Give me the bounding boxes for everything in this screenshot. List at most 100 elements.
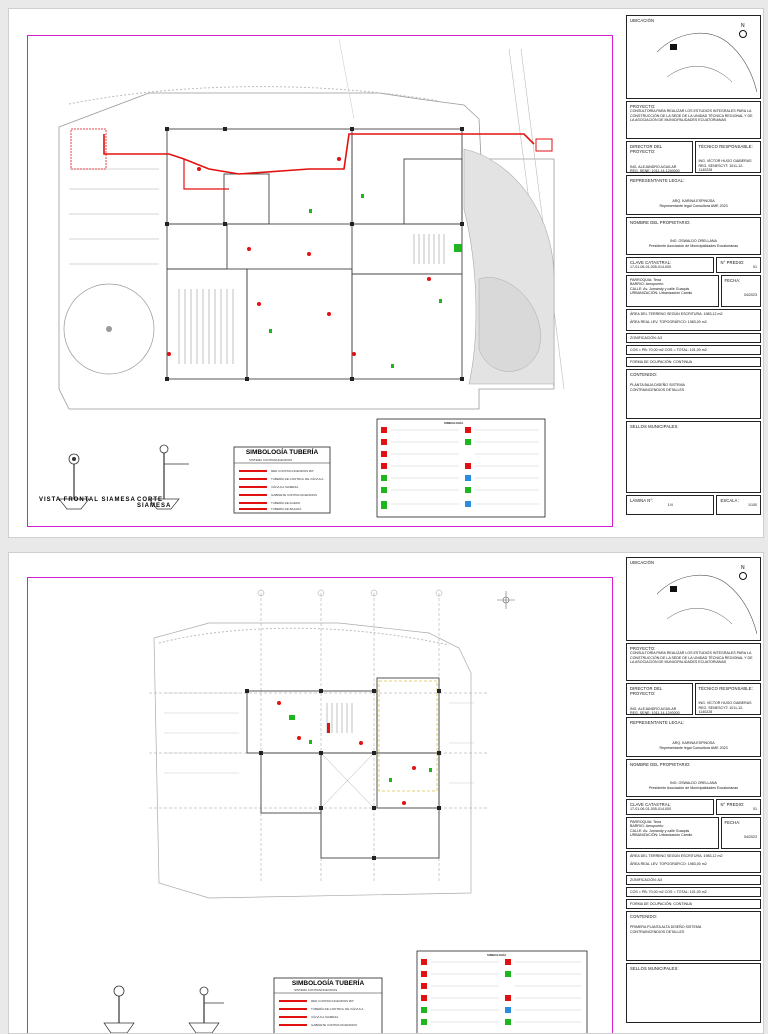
legal-value: ARQ. KARINA ESPINOSA bbox=[672, 199, 715, 204]
tech-reg: REG. SENESCYT: 1011-12-1140228 bbox=[698, 163, 744, 173]
area-deed: ÁREA DEL TERRENO SEGÚN ESCRITURA: 1983,1… bbox=[630, 854, 723, 858]
drawing-sheet-2: SIMBOLOGÍA TUBERÍA SISTEMA CONTRAINCENDI… bbox=[8, 552, 764, 1034]
cadastral-value: 17-01-06-01-005-014-000 bbox=[630, 807, 672, 812]
title-block: UBICACIÓN N PROYECTO: CONSULTORÍA PARA R… bbox=[626, 557, 761, 1025]
director-box: DIRECTOR DEL PROYECTO: ING. ALEJANDRO AG… bbox=[626, 683, 693, 715]
project-label: PROYECTO: bbox=[630, 646, 656, 651]
location-label: UBICACIÓN bbox=[630, 560, 655, 565]
urbanization: URBANIZACIÓN: Urbanización Camilo bbox=[630, 291, 693, 296]
parish: PARROQUIA: Tena bbox=[630, 820, 662, 824]
predio-label: N° PREDIO: bbox=[720, 260, 745, 265]
location-box: UBICACIÓN N bbox=[626, 557, 761, 641]
owner-box: NOMBRE DEL PROPIETARIO: ING. OSWALDO ORE… bbox=[626, 759, 761, 797]
sheet-value: 1/4 bbox=[667, 503, 673, 508]
director-label: DIRECTOR DEL PROYECTO: bbox=[630, 144, 663, 155]
tech-label: TÉCNICO RESPONSABLE: bbox=[698, 144, 753, 149]
owner-value: ING. OSWALDO ORELLANA bbox=[670, 781, 717, 786]
seals-box: SELLOS MUNICIPALES: bbox=[626, 963, 761, 1023]
legal-box: REPRESENTANTE LEGAL: ARQ. KARINA ESPINOS… bbox=[626, 717, 761, 757]
zoning: ZONIFICACIÓN: A3 bbox=[630, 336, 662, 340]
director-value: ING. ALEJANDRO AGUILAR bbox=[630, 164, 677, 169]
legal-value: ARQ. KARINA ESPINOSA bbox=[672, 741, 715, 746]
legal-label: REPRESENTANTE LEGAL: bbox=[630, 178, 685, 183]
cadastral-value: 17-01-06-01-005-014-000 bbox=[630, 265, 672, 270]
svg-text:N: N bbox=[741, 565, 745, 571]
content-value: PLANTA BAJA DISEÑO SISTEMA CONTRAINCENDI… bbox=[630, 383, 685, 392]
symbol-legend-title: SIMBOLOGÍA bbox=[444, 421, 464, 425]
pipe-legend-item: VÁLVULA SIAMESA bbox=[311, 1015, 339, 1019]
occupation: FORMA DE OCUPACIÓN: CONTINUA bbox=[630, 902, 693, 906]
director-box: DIRECTOR DEL PROYECTO: ING. ALEJANDRO AG… bbox=[626, 141, 693, 173]
urbanization: URBANIZACIÓN: Urbanización Camilo bbox=[630, 833, 693, 838]
tech-value: ING. VÍCTOR HUGO GAIBERAS bbox=[698, 701, 752, 706]
cos-box: COS = PB: 70,00 m2 COS = TOTAL: 101,00 m… bbox=[626, 887, 761, 897]
owner-sub: Presidente Asociación de Municipalidades… bbox=[648, 243, 739, 248]
owner-label: NOMBRE DEL PROPIETARIO: bbox=[630, 220, 691, 225]
drawing-sheet-1: VISTA FRONTAL SIAMESA CORTE SIAMESA SIMB… bbox=[8, 8, 764, 538]
pipe-legend-item: TUBERÍA DE CONTROL DE VÁLVULA bbox=[271, 477, 324, 481]
pipe-legend-title: SIMBOLOGÍA TUBERÍA bbox=[291, 980, 365, 987]
pipe-legend-subtitle: SISTEMA CONTRAINCENDIOS bbox=[249, 458, 293, 462]
date-label: FECHA: bbox=[724, 820, 741, 825]
location-label: UBICACIÓN bbox=[630, 18, 655, 23]
seals-box: SELLOS MUNICIPALES: bbox=[626, 421, 761, 493]
street: CALLE: Av. Jumandy y calle Guaquis bbox=[630, 286, 690, 291]
pipe-legend-title: SIMBOLOGÍA TUBERÍA bbox=[245, 449, 319, 456]
barrio: BARRIO: Aeropuerto bbox=[630, 282, 664, 287]
zoning: ZONIFICACIÓN: A3 bbox=[630, 878, 662, 882]
cadastral-box: CLAVE CATASTRAL: 17-01-06-01-005-014-000 bbox=[626, 799, 715, 815]
tech-box: TÉCNICO RESPONSABLE: ING. VÍCTOR HUGO GA… bbox=[694, 141, 761, 173]
legal-sub: Representante legal Consultora AME 2023 bbox=[659, 203, 728, 208]
pipe-legend-item: GABINETE CONTRA INCENDIOS bbox=[271, 493, 318, 497]
date-value: 04/2023 bbox=[744, 835, 757, 840]
svg-text:N: N bbox=[741, 23, 745, 29]
zoning-box: ZONIFICACIÓN: A3 bbox=[626, 875, 761, 885]
cadastral-label: CLAVE CATASTRAL: bbox=[630, 260, 672, 265]
owner-sub: Presidente Asociación de Municipalidades… bbox=[648, 785, 739, 790]
barrio: BARRIO: Aeropuerto bbox=[630, 824, 664, 829]
cos: COS = PB: 70,00 m2 COS = TOTAL: 101,00 m… bbox=[630, 890, 707, 894]
date-box: FECHA: 04/2023 bbox=[720, 817, 761, 849]
content-box: CONTENIDO: PLANTA BAJA DISEÑO SISTEMA CO… bbox=[626, 369, 761, 419]
location-map: N bbox=[657, 565, 757, 635]
occupation: FORMA DE OCUPACIÓN: CONTINUA bbox=[630, 360, 693, 364]
director-reg: REG. SENE: 1011-14-1240000 bbox=[630, 168, 680, 173]
cadastral-label: CLAVE CATASTRAL: bbox=[630, 802, 672, 807]
tech-label: TÉCNICO RESPONSABLE: bbox=[698, 686, 753, 691]
siamese-front-caption: VISTA FRONTAL SIAMESA bbox=[39, 497, 136, 503]
pipe-legend-item: TUBERÍA DE BAJADA bbox=[271, 507, 302, 511]
owner-label: NOMBRE DEL PROPIETARIO: bbox=[630, 762, 691, 767]
cos-box: COS = PB: 70,00 m2 COS = TOTAL: 101,00 m… bbox=[626, 345, 761, 355]
occupation-box: FORMA DE OCUPACIÓN: CONTINUA bbox=[626, 899, 761, 909]
project-text: CONSULTORÍA PARA REALIZAR LOS ESTUDIOS I… bbox=[630, 651, 753, 665]
predio-label: N° PREDIO: bbox=[720, 802, 745, 807]
scale-label: ESCALA: bbox=[720, 498, 739, 503]
area-topo: ÁREA REAL LEV. TOPOGRÁFICO: 1983,00 m2 bbox=[630, 862, 707, 867]
drawing-frame bbox=[27, 577, 613, 1033]
tech-value: ING. VÍCTOR HUGO GAIBERAS bbox=[698, 159, 752, 164]
predio-value: 01 bbox=[753, 265, 757, 270]
pipe-legend-subtitle: SISTEMA CONTRAINCENDIOS bbox=[294, 988, 338, 992]
tech-box: TÉCNICO RESPONSABLE: ING. VÍCTOR HUGO GA… bbox=[694, 683, 761, 715]
scale-value: 1/100 bbox=[748, 503, 757, 508]
pipe-legend-item: RED CONTRA INCENDIOS Ø2" bbox=[271, 469, 315, 473]
director-value: ING. ALEJANDRO AGUILAR bbox=[630, 706, 677, 711]
director-label: DIRECTOR DEL PROYECTO: bbox=[630, 686, 663, 697]
area-box: ÁREA DEL TERRENO SEGÚN ESCRITURA: 1983,1… bbox=[626, 309, 761, 331]
date-box: FECHA: 04/2023 bbox=[720, 275, 761, 307]
director-reg: REG. SENE: 1011-14-1240000 bbox=[630, 710, 680, 715]
siamese-cut-caption: CORTE SIAMESA bbox=[137, 497, 172, 509]
ground-floor-plan bbox=[58, 38, 565, 518]
project-text: CONSULTORÍA PARA REALIZAR LOS ESTUDIOS I… bbox=[630, 109, 753, 123]
date-value: 04/2023 bbox=[744, 293, 757, 298]
legal-sub: Representante legal Consultora AME 2023 bbox=[659, 745, 728, 750]
project-box: PROYECTO: CONSULTORÍA PARA REALIZAR LOS … bbox=[626, 643, 761, 681]
pipe-legend-item: VÁLVULA SIAMESA bbox=[271, 485, 299, 489]
seals-label: SELLOS MUNICIPALES: bbox=[630, 424, 679, 429]
predio-value: 01 bbox=[753, 807, 757, 812]
project-box: PROYECTO: CONSULTORÍA PARA REALIZAR LOS … bbox=[626, 101, 761, 139]
owner-box: NOMBRE DEL PROPIETARIO: ING. OSWALDO ORE… bbox=[626, 217, 761, 255]
scale-box: ESCALA: 1/100 bbox=[716, 495, 761, 515]
predio-box: N° PREDIO: 01 bbox=[716, 257, 761, 273]
parish: PARROQUIA: Tena bbox=[630, 278, 662, 282]
